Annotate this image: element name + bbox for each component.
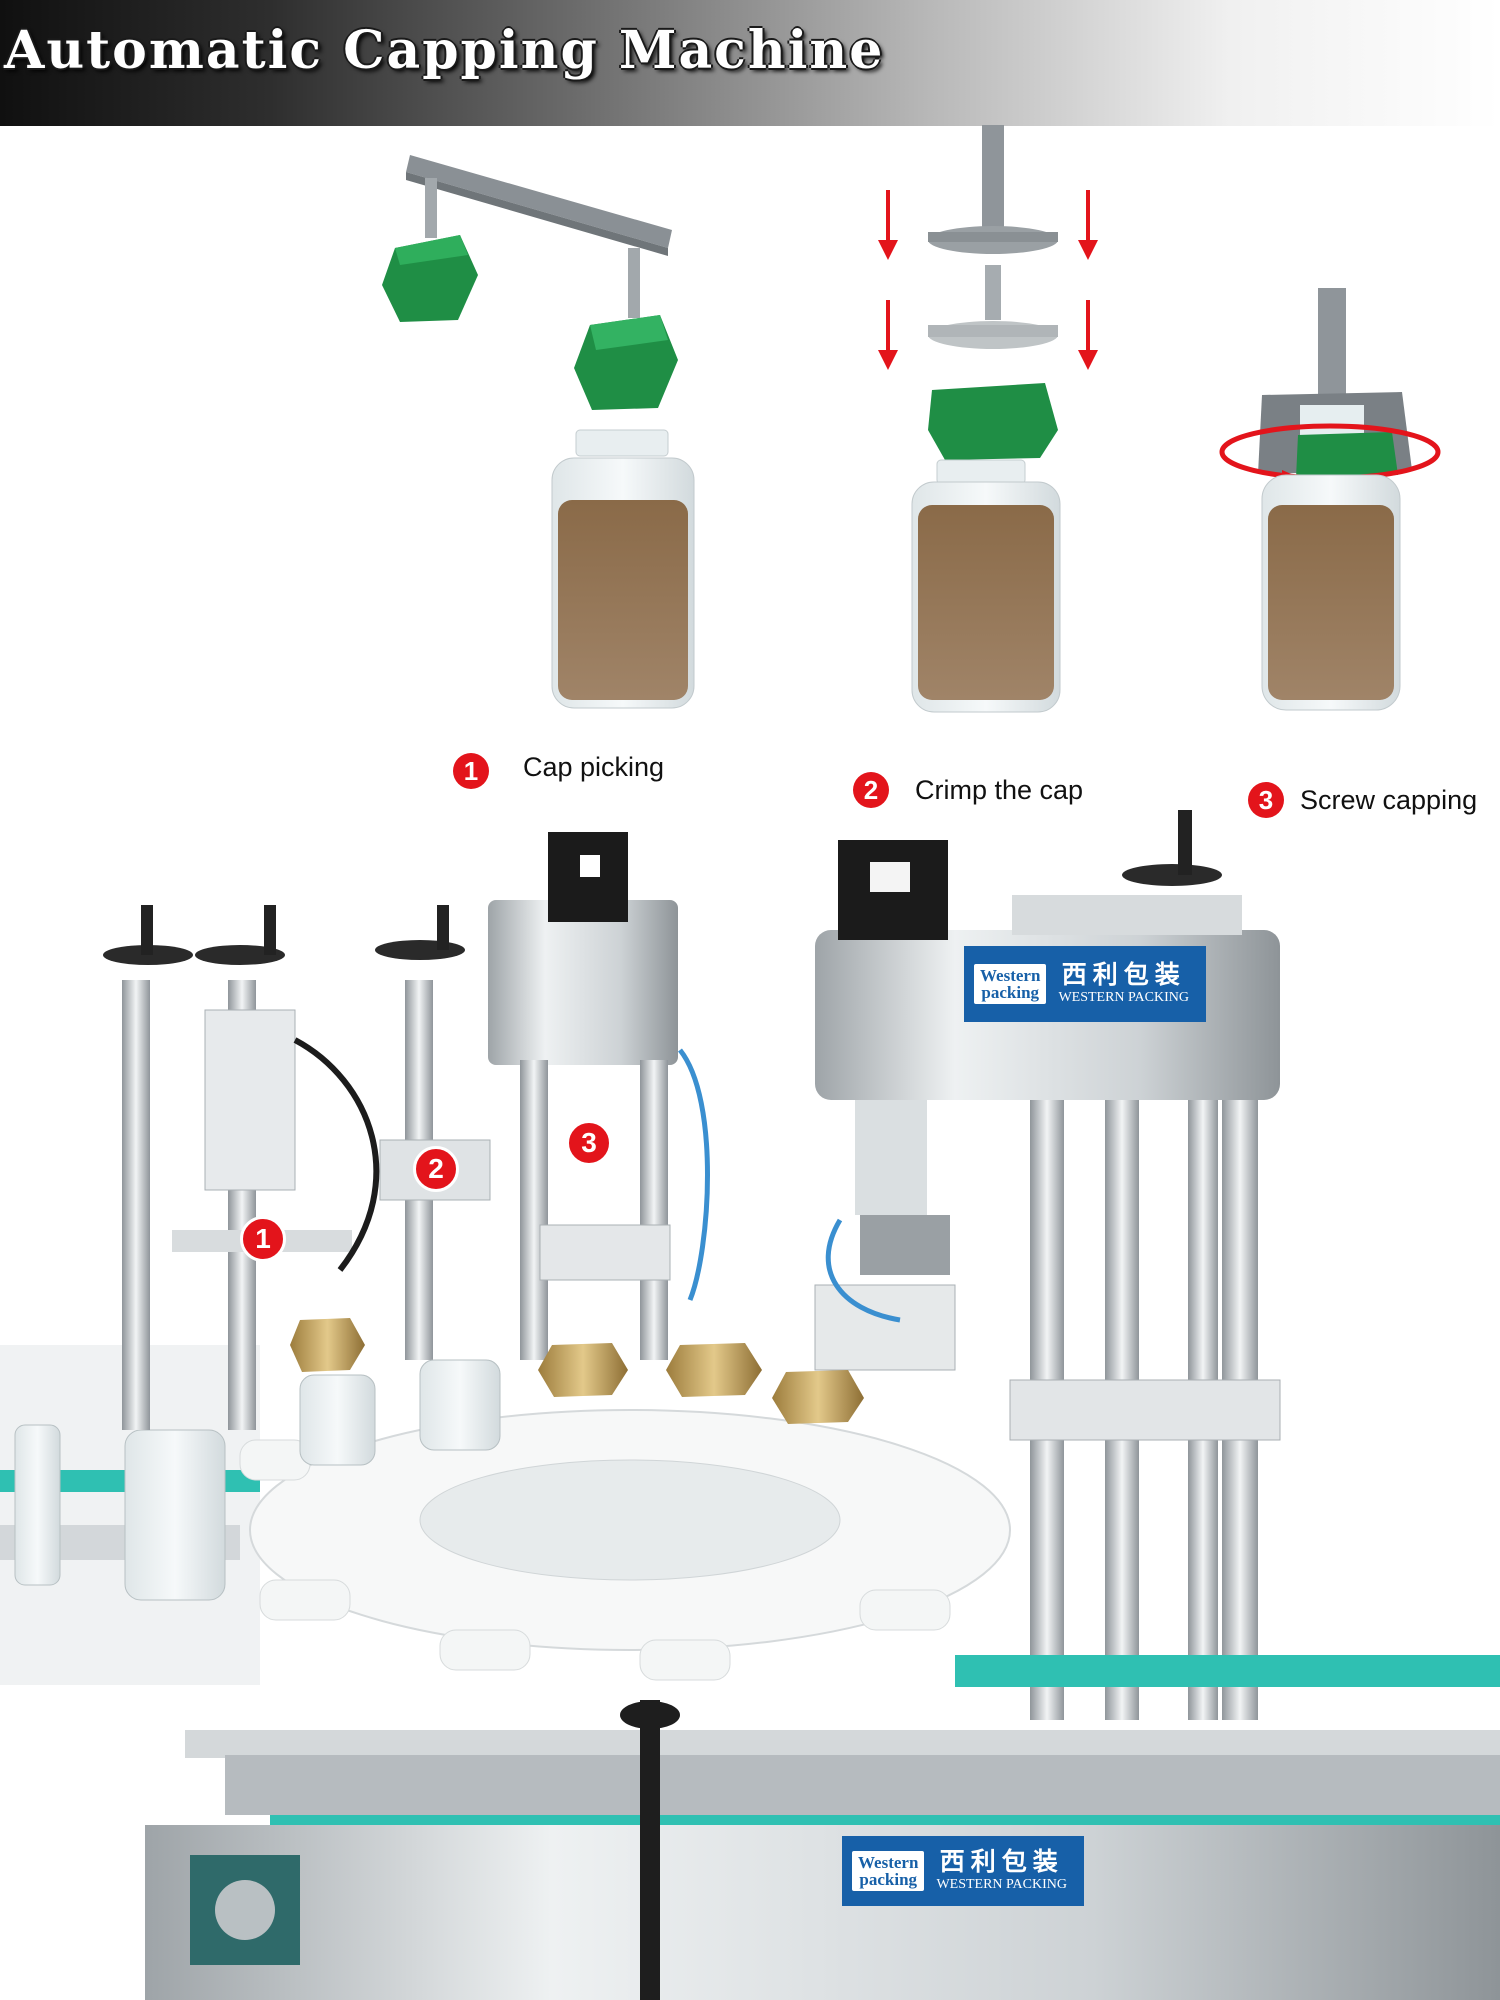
machine-callout-2: 2: [413, 1146, 459, 1192]
step-screw-capping: 3 Screw capping: [1248, 782, 1477, 818]
spice-jar-1: [551, 429, 695, 709]
step-crimp-cap: 2 Crimp the cap: [853, 772, 1083, 808]
capping-machine-photo: [0, 810, 1500, 2000]
step-cap-picking: 1 Cap picking: [453, 751, 665, 789]
spice-jar-2: [911, 459, 1061, 713]
step-label: Screw capping: [1300, 784, 1478, 815]
step-label: Cap picking: [523, 751, 665, 782]
brand-chinese-name: 西利包装: [1061, 960, 1186, 989]
machine-callout-3: 3: [566, 1120, 612, 1166]
screw-capping-illustration: [1219, 288, 1441, 494]
brand-logo: Western packing: [974, 964, 1047, 1004]
header-banner: Automatic Capping Machine: [0, 0, 1500, 126]
brand-plate-lower: Western packing 西利包装 WESTERN PACKING: [842, 1836, 1084, 1906]
brand-english-name: WESTERN PACKING: [1058, 990, 1189, 1005]
machine-callout-1: 1: [240, 1216, 286, 1262]
brand-logo: Western packing: [852, 1851, 925, 1891]
cap-picking-illustration: [382, 155, 678, 410]
step-label: Crimp the cap: [915, 774, 1084, 805]
brand-plate-upper: Western packing 西利包装 WESTERN PACKING: [964, 946, 1206, 1022]
spice-jar-3: [1261, 474, 1401, 711]
brand-chinese-name: 西利包装: [939, 1847, 1064, 1876]
page-title: Automatic Capping Machine: [4, 20, 885, 81]
brand-english-name: WESTERN PACKING: [936, 1877, 1067, 1892]
crimp-illustration: [878, 125, 1098, 460]
step-number-badge: 3: [1248, 782, 1284, 818]
step-number-badge: 2: [853, 772, 889, 808]
step-number-badge: 1: [453, 753, 489, 789]
